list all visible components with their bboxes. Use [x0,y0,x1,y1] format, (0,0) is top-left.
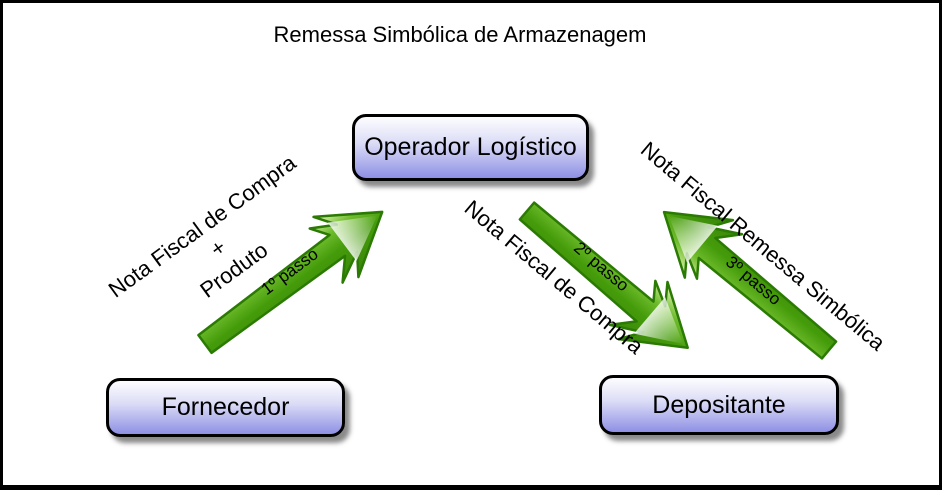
arrow-shape [662,210,838,360]
node-label: Fornecedor [161,393,290,421]
arrow-step-2 [518,201,689,350]
arrow-shape [518,201,689,350]
node-operador-logistico: Operador Logístico [352,114,589,181]
arrow-shape [197,210,384,355]
node-label: Depositante [652,390,786,419]
arrow-step-1 [197,210,384,355]
node-fornecedor: Fornecedor [106,378,345,437]
arrow-gloss [668,215,718,263]
arrow-step-3 [662,210,838,360]
node-label: Operador Logístico [364,133,577,161]
arrow-gloss [634,297,684,344]
diagram-title: Remessa Simbólica de Armazenagem [273,22,647,47]
node-depositante: Depositante [599,375,839,435]
arrow-gloss [327,215,378,262]
